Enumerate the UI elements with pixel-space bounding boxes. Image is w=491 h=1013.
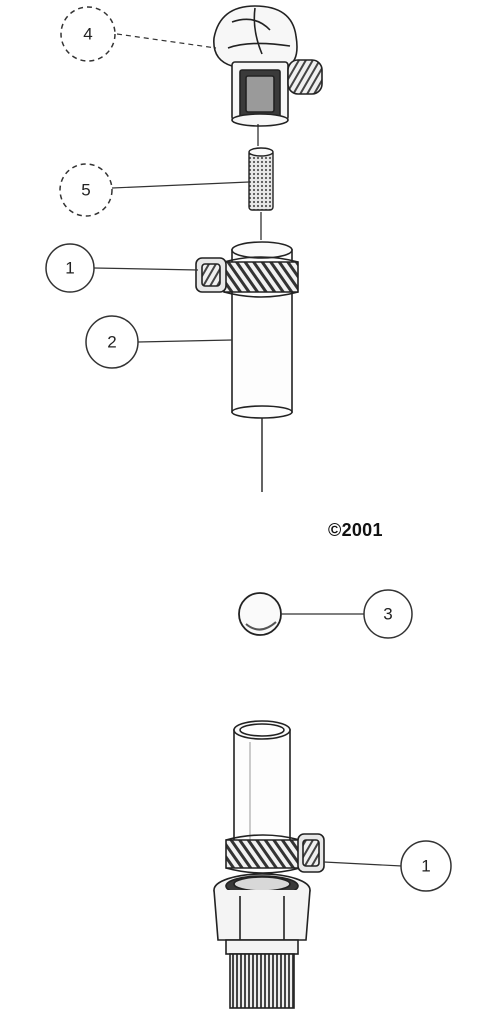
callout-4: 4	[60, 6, 116, 62]
hose-clamp-bottom	[225, 833, 325, 874]
callout-label: 1	[65, 259, 74, 278]
bottom-tube	[233, 720, 291, 851]
callout-2: 2	[85, 315, 139, 369]
leader-1-bottom	[323, 861, 403, 867]
hose-clamp-top	[195, 256, 299, 298]
callout-label: 4	[83, 25, 92, 44]
threaded-fitting	[213, 873, 311, 1009]
callout-label: 2	[107, 333, 116, 352]
leader-5	[111, 181, 250, 189]
callout-1-bottom: 1	[400, 840, 452, 892]
callout-label: 3	[383, 605, 392, 624]
callout-3: 3	[363, 589, 413, 639]
callout-label: 1	[421, 857, 430, 876]
leader-4	[116, 33, 217, 49]
callout-label: 5	[81, 181, 90, 200]
leader-lines	[93, 33, 403, 867]
callout-1-top: 1	[45, 243, 95, 293]
leader-1-top	[93, 267, 199, 271]
copyright-notice: ©2001	[328, 520, 383, 540]
leader-2	[137, 339, 233, 343]
check-ball	[238, 592, 282, 636]
filter-screen	[248, 124, 274, 240]
callout-5: 5	[59, 163, 113, 217]
elbow-fitting	[213, 5, 323, 127]
